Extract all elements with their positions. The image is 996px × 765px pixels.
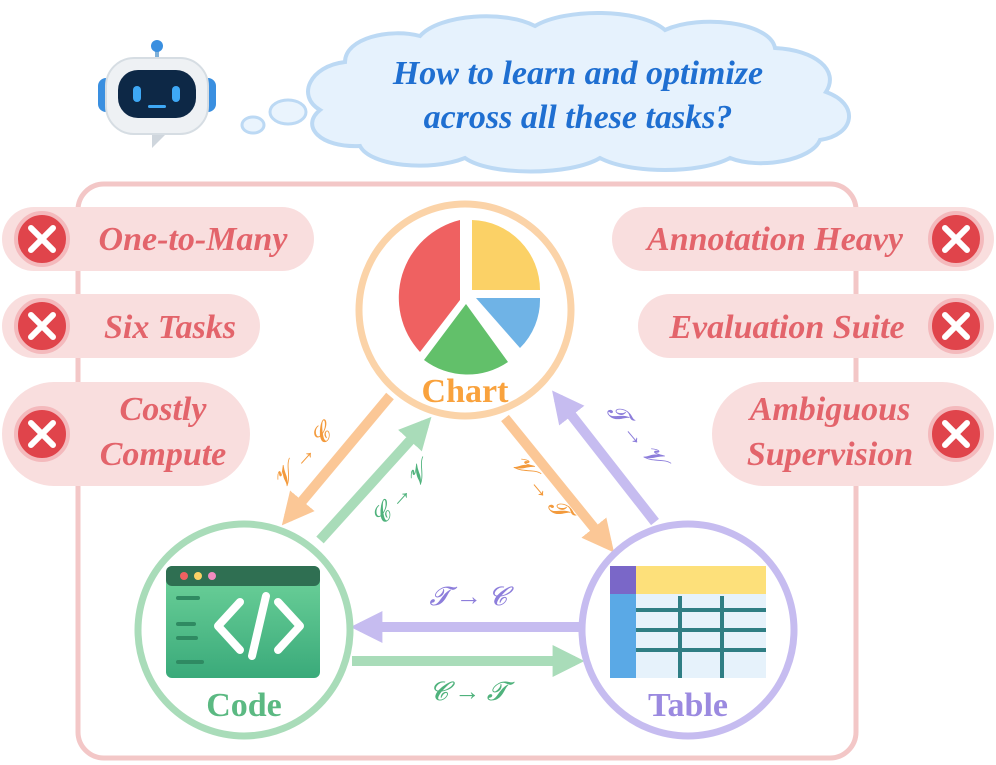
- issue-annotation-heavy: Annotation Heavy: [612, 207, 994, 271]
- issue-label: Annotation Heavy: [645, 221, 904, 258]
- issue-one-to-many: One-to-Many: [2, 207, 314, 271]
- x-icon: [928, 406, 984, 462]
- label-code-to-table: 𝓒 → 𝓣: [429, 677, 514, 706]
- table-label: Table: [648, 687, 728, 724]
- thought-cloud: [306, 11, 852, 174]
- x-icon: [14, 298, 70, 354]
- label-code-to-chart: 𝓒 → 𝓥: [367, 454, 441, 532]
- pie-chart-icon: [398, 220, 541, 375]
- table-node: Table: [578, 520, 798, 740]
- code-window-icon: [166, 566, 320, 678]
- table-grid-icon: [610, 566, 766, 678]
- x-icon: [928, 211, 984, 267]
- issue-label-line-1: Costly: [120, 391, 208, 428]
- thought-bubbles: [240, 98, 308, 135]
- issue-label-line-1: Ambiguous: [748, 391, 911, 428]
- issue-evaluation-suite: Evaluation Suite: [638, 294, 994, 358]
- arrow-chart-to-table: [501, 414, 615, 553]
- issue-six-tasks: Six Tasks: [2, 294, 260, 358]
- chart-label: Chart: [422, 373, 510, 410]
- label-chart-to-code: 𝓥 → 𝓒: [269, 416, 342, 493]
- arrow-code-to-chart: [316, 416, 432, 544]
- arrows: [281, 390, 659, 678]
- issue-costly-compute: Costly Compute: [2, 382, 250, 486]
- question-line-1: How to learn and optimize: [392, 55, 763, 92]
- issue-label: Six Tasks: [104, 309, 236, 346]
- issue-label-line-2: Compute: [100, 436, 227, 473]
- arrow-table-to-chart: [552, 390, 659, 526]
- label-table-to-code: 𝓣 → 𝓒: [429, 582, 514, 611]
- x-icon: [928, 298, 984, 354]
- x-icon: [14, 211, 70, 267]
- issue-ambiguous-supervision: Ambiguous Supervision: [712, 382, 994, 486]
- x-icon: [14, 406, 70, 462]
- issue-label: Evaluation Suite: [668, 309, 904, 346]
- chart-node: Chart: [355, 200, 575, 420]
- issue-label: One-to-Many: [99, 221, 289, 258]
- arrow-chart-to-code: [281, 392, 394, 526]
- robot-icon: [98, 40, 216, 148]
- question-line-2: across all these tasks?: [424, 99, 733, 136]
- code-node: Code: [134, 520, 354, 740]
- code-label: Code: [206, 687, 282, 724]
- issue-label-line-2: Supervision: [747, 436, 913, 473]
